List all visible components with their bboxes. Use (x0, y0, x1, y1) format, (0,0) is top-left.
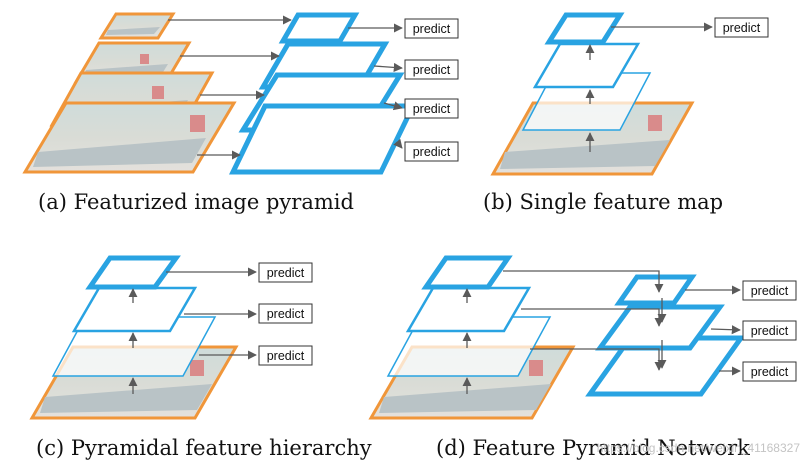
predict-label: predict (413, 63, 451, 77)
panel-a-feature-map-1 (278, 12, 360, 44)
panel-d-predict-box-2: predict (742, 320, 797, 341)
predict-label: predict (751, 365, 789, 379)
predict-label: predict (413, 102, 451, 116)
panel-a-feature-map-4 (229, 103, 417, 175)
caption-d: (d) Feature Pyramid Network (436, 436, 750, 460)
panel-b-feature-layer-2 (532, 42, 641, 89)
panel-d-top-down-layer-2 (595, 304, 725, 351)
predict-label: predict (723, 21, 761, 35)
panel-c-predict-box-3: predict (258, 345, 313, 366)
panel-c-feature-layer-2 (71, 286, 198, 333)
panel-a-arrow-to-predict-4 (393, 138, 403, 149)
caption-c: (c) Pyramidal feature hierarchy (36, 436, 372, 460)
panel-a-predict-box-1: predict (404, 18, 459, 39)
panel-c-feature-layer-3 (85, 255, 181, 290)
panel-d-feature-pyramid-network: predict predict predict (d) Feature Pyra… (368, 255, 797, 460)
panel-a-image-layer-1 (98, 12, 176, 40)
panel-b-feature-layer-3 (544, 12, 625, 45)
panel-d-top-down-layer-1 (614, 274, 697, 306)
panel-b-predict-box: predict (714, 17, 769, 38)
panel-d-arrow-to-predict-2 (710, 325, 741, 335)
predict-label: predict (267, 307, 305, 321)
panel-a-featurized-image-pyramid: predict predict predict predict (a) Feat… (22, 12, 459, 214)
predict-label: predict (267, 349, 305, 363)
panel-c-predict-box-1: predict (258, 262, 313, 283)
panel-d-lateral-connection-1 (503, 270, 664, 293)
panel-a-predict-box-2: predict (404, 59, 459, 80)
predict-label: predict (751, 284, 789, 298)
panel-c-predict-box-2: predict (258, 303, 313, 324)
panel-a-image-layer-4 (22, 101, 237, 174)
predict-label: predict (751, 324, 789, 338)
panel-a-arrow-to-predict-2 (373, 62, 403, 72)
predict-label: predict (267, 266, 305, 280)
panel-a-arrow-to-predict-3 (383, 101, 403, 111)
panel-d-bottom-up-layer-2 (405, 286, 532, 333)
caption-b: (b) Single feature map (483, 190, 723, 214)
panel-b-single-feature-map: predict (b) Single feature map (483, 12, 769, 214)
panel-d-predict-box-3: predict (742, 361, 797, 382)
panel-a-predict-box-3: predict (404, 98, 459, 119)
watermark-url: https://blog.csdn.net/weixin_41168327 (597, 441, 801, 455)
panel-c-pyramidal-feature-hierarchy: predict predict predict (c) Pyramidal fe… (29, 255, 372, 460)
predict-label: predict (413, 22, 451, 36)
caption-a: (a) Featurized image pyramid (38, 190, 354, 214)
panel-d-bottom-up-layer-3 (421, 255, 513, 290)
predict-label: predict (413, 145, 451, 159)
panel-a-predict-box-4: predict (404, 141, 459, 162)
panel-d-predict-box-1: predict (742, 280, 797, 301)
